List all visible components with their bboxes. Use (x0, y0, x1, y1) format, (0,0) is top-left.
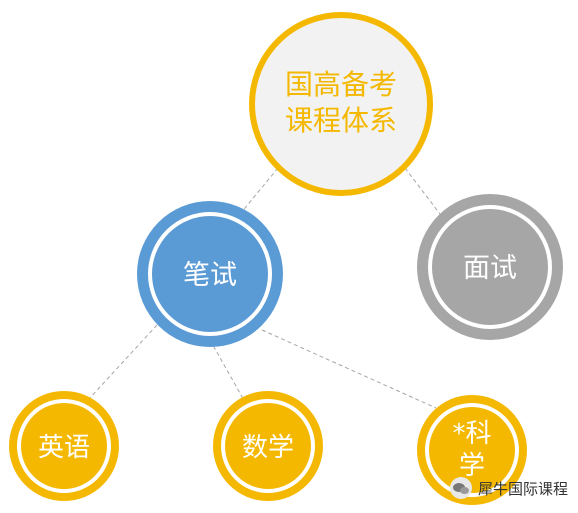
math-label: 数学 (242, 433, 294, 463)
node-english: 英语 (9, 391, 119, 501)
node-interview: 面试 (417, 194, 563, 340)
connector-written-math (209, 339, 246, 403)
node-written-exam: 笔试 (137, 201, 283, 347)
interview-label: 面试 (463, 253, 517, 284)
connectors (87, 167, 441, 409)
english-label: 英语 (38, 433, 90, 463)
node-science: *科 学 (417, 395, 527, 505)
root-label-line2: 课程体系 (285, 104, 397, 137)
wechat-icon (449, 477, 472, 499)
node-root: 国高备考 课程体系 (249, 12, 433, 196)
written-exam-label: 笔试 (183, 260, 237, 291)
science-label-line2: 学 (459, 451, 485, 481)
science-label-line1: *科 (452, 419, 491, 449)
connector-written-english (87, 324, 158, 401)
watermark: 犀牛国际课程 (449, 477, 568, 499)
connector-root-written (239, 167, 279, 215)
connector-root-interview (404, 167, 441, 215)
watermark-text: 犀牛国际课程 (477, 479, 568, 498)
connector-written-science (261, 329, 437, 409)
root-label-line1: 国高备考 (285, 68, 397, 101)
node-math: 数学 (213, 391, 323, 501)
